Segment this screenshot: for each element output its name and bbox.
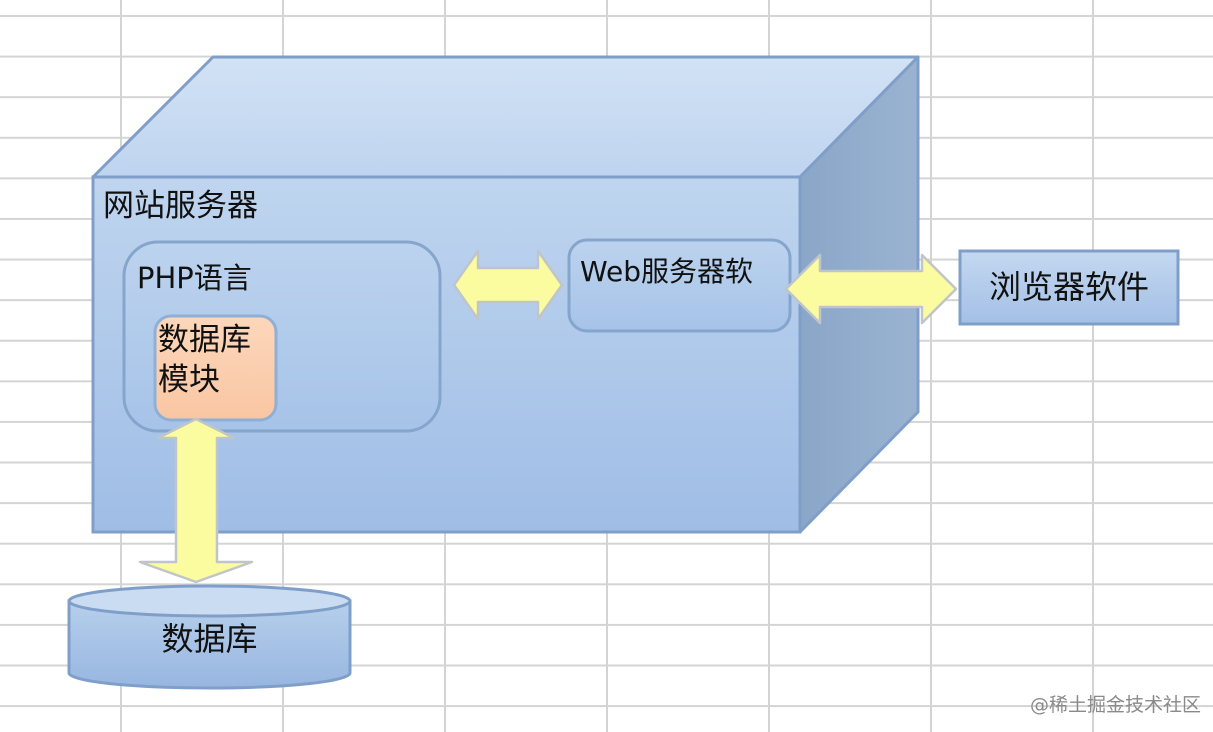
database-cylinder-body: [67, 599, 352, 690]
web-server-software-label: Web服务器软: [580, 255, 754, 288]
php-webserver-double-arrow: [452, 249, 564, 321]
browser-software-label: 浏览器软件: [988, 268, 1149, 306]
watermark-text: @稀土掘金技术社区: [1030, 694, 1202, 716]
database-module-label: 数据库模块: [158, 322, 251, 398]
database-cylinder-top: [67, 584, 352, 618]
webserver-browser-double-arrow: [784, 253, 958, 325]
server-box-top-face: [91, 55, 920, 179]
database-label: 数据库: [161, 620, 258, 658]
browser-software-box: [958, 249, 1180, 326]
database-module-box: [153, 314, 278, 422]
module-database-double-arrow: [138, 417, 254, 584]
database-cylinder: [67, 584, 352, 690]
server-label: 网站服务器: [103, 188, 258, 224]
php-language-label: PHP语言: [137, 261, 252, 295]
